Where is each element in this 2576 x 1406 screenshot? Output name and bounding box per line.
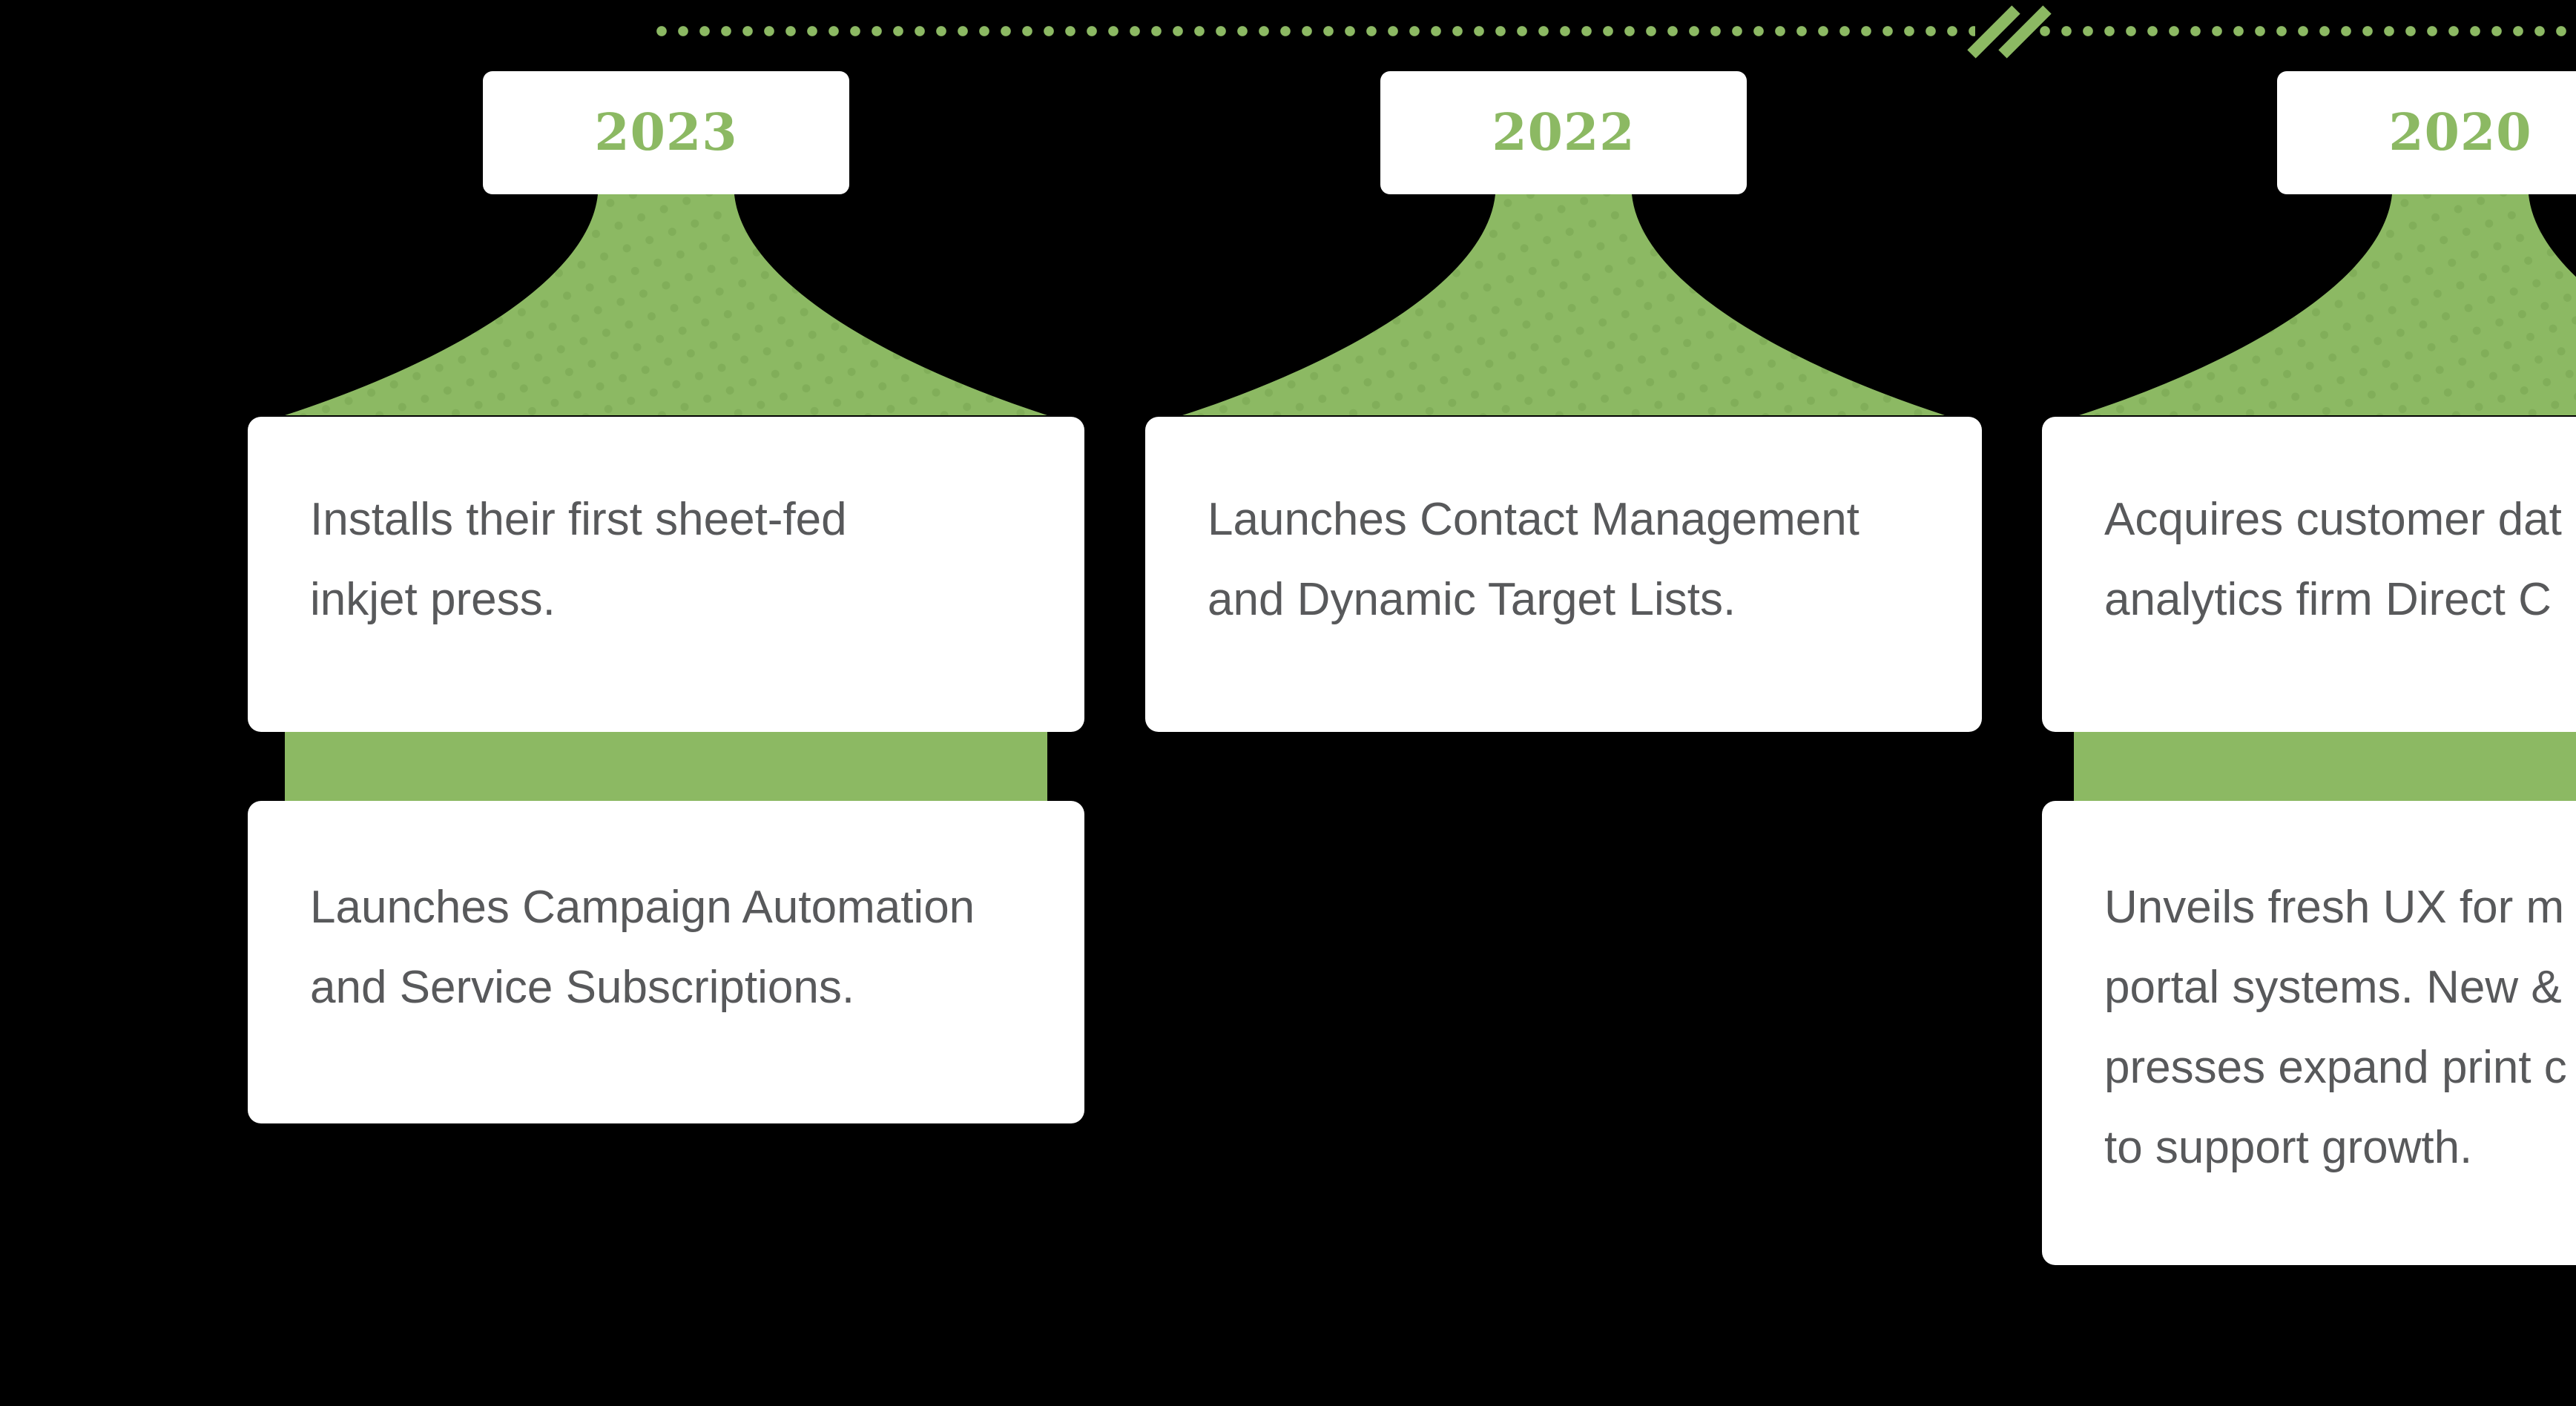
year-box-2020: 2020 [2277,71,2576,194]
card-text-line: Unveils fresh UX for m [2104,882,2565,933]
year-box-2023: 2023 [483,71,849,194]
timeline-dotted-line-right [2040,26,2576,36]
event-card-2022-1: Launches Contact Management and Dynamic … [1145,417,1982,732]
event-card-2023-1: Installs their first sheet-fed inkjet pr… [248,417,1084,732]
card-connector-2023 [285,732,1047,801]
card-text-line: and Service Subscriptions. [310,962,855,1013]
year-box-2022: 2022 [1380,71,1747,194]
year-label-2022: 2022 [1492,103,1635,162]
card-text-line: Launches Contact Management [1208,494,1859,545]
year-label-2020: 2020 [2388,103,2532,162]
card-text-line: to support growth. [2104,1122,2473,1173]
year-label-2023: 2023 [594,103,738,162]
timeline-dotted-line-left [656,26,1975,36]
funnel-shape-2020 [2079,194,2576,415]
event-card-2020-1: Acquires customer dat analytics firm Dir… [2042,417,2576,732]
event-card-2020-2: Unveils fresh UX for m portal systems. N… [2042,801,2576,1265]
timeline-break-icon [1967,5,2052,59]
card-text-line: portal systems. New & [2104,962,2562,1013]
card-text-line: inkjet press. [310,574,556,625]
funnel-shape-2022 [1182,194,1945,415]
card-text-line: and Dynamic Target Lists. [1208,574,1736,625]
event-card-2023-2: Launches Campaign Automation and Service… [248,801,1084,1123]
card-text-line: Acquires customer dat [2104,494,2562,545]
card-text-line: presses expand print c [2104,1042,2567,1093]
funnel-shape-2023 [285,194,1047,415]
card-text-line: analytics firm Direct C [2104,574,2552,625]
card-text-line: Launches Campaign Automation [310,882,975,933]
card-connector-2020 [2074,732,2576,801]
card-text-line: Installs their first sheet-fed [310,494,847,545]
